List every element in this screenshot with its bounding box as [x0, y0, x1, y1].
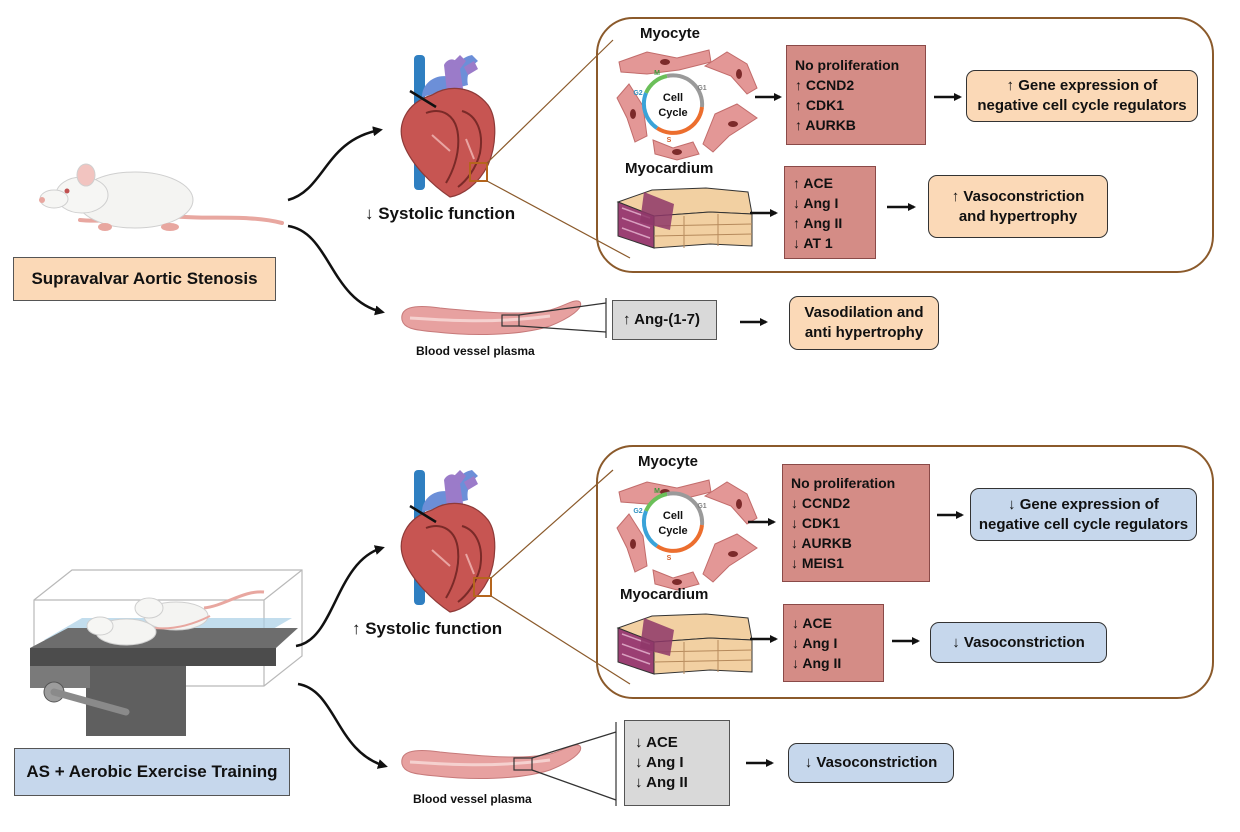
marker-item: ↓ Ang I: [793, 194, 839, 211]
outcome-line: ↓ Vasoconstriction: [804, 754, 938, 771]
zoom-line: [490, 469, 614, 579]
vessel-label: Blood vessel plasma: [413, 792, 532, 806]
phase-g2-label: G2: [633, 90, 642, 97]
zoom-line: [486, 39, 614, 164]
heart-icon: [400, 468, 497, 614]
heart-zoom-box: [469, 162, 488, 182]
vessel-label: Blood vessel plasma: [416, 344, 535, 358]
marker-item: ↑ CCND2: [795, 77, 855, 93]
condition-label: AS + Aerobic Exercise Training: [14, 748, 290, 796]
cell-cycle-icon: [641, 73, 705, 135]
marker-item: ↓ ACE: [635, 734, 678, 751]
myocardium-markers-box: ↓ ACE ↓ Ang I ↓ Ang II: [783, 604, 884, 682]
blood-vessel-icon: [400, 743, 583, 780]
heart-icon: [400, 53, 497, 199]
systolic-function-label: ↓ Systolic function: [365, 204, 516, 223]
myocyte-label: Myocyte: [640, 25, 701, 42]
myocyte-outcome-box: ↓ Gene expression of negative cell cycle…: [970, 488, 1197, 541]
vessel-zoom-box: [513, 757, 533, 771]
outcome-line: negative cell cycle regulators: [978, 515, 1189, 533]
outcome-line: negative cell cycle regulators: [977, 97, 1187, 114]
cell-cycle-label: Cycle: [658, 107, 687, 119]
myocardium-outcome-box: ↑ Vasoconstriction and hypertrophy: [928, 175, 1108, 238]
myocardium-tissue-icon: [617, 187, 753, 249]
cell-cycle-label: Cell: [663, 92, 683, 104]
zoom-line: [518, 302, 607, 316]
marker-item: No proliferation: [791, 475, 896, 491]
phase-s-label: S: [667, 555, 672, 562]
bottom-detail-panel: [596, 445, 1214, 699]
myocardium-markers-box: ↑ ACE ↓ Ang I ↑ Ang II ↓ AT 1: [784, 166, 876, 259]
myocyte-label: Myocyte: [638, 453, 699, 470]
top-detail-panel: [596, 17, 1214, 273]
cell-cycle-label: Cycle: [658, 525, 687, 537]
outcome-line: ↓ Vasoconstriction: [952, 633, 1085, 651]
zoom-line: [531, 769, 617, 801]
phase-g1-label: G1: [697, 503, 706, 510]
marker-item: ↓ Ang II: [792, 655, 842, 671]
plasma-outcome-box: ↓ Vasoconstriction: [788, 743, 954, 783]
myocyte-markers-box: No proliferation ↑ CCND2 ↑ CDK1 ↑ AURKB: [786, 45, 926, 145]
systolic-function-label: ↑ Systolic function: [352, 619, 503, 638]
myocyte-outcome-box: ↑ Gene expression of negative cell cycle…: [966, 70, 1198, 122]
myocardium-label: Myocardium: [625, 160, 714, 177]
marker-item: ↑ AURKB: [795, 117, 856, 133]
plasma-markers-box: ↓ ACE ↓ Ang I ↓ Ang II: [624, 720, 730, 806]
marker-item: ↓ ACE: [792, 615, 832, 631]
myocardium-label: Myocardium: [620, 586, 709, 603]
phase-m-label: M: [654, 70, 660, 77]
heart-zoom-box: [473, 577, 492, 597]
phase-m-label: M: [654, 488, 660, 495]
outcome-line: anti hypertrophy: [804, 324, 924, 341]
treadmill-icon: [30, 570, 302, 736]
branch-arrow: [295, 545, 385, 648]
plasma-outcome-box: Vasodilation and anti hypertrophy: [789, 296, 939, 350]
branch-arrow: [287, 126, 383, 202]
marker-item: ↓ Ang I: [792, 635, 838, 651]
zoom-line: [518, 325, 607, 333]
outcome-line: ↑ Gene expression of: [1006, 77, 1158, 94]
blood-vessel-icon: [400, 299, 583, 336]
vessel-zoom-box: [501, 314, 520, 327]
cell-cycle-label: Cell: [663, 510, 683, 522]
myocardium-tissue-icon: [617, 613, 753, 675]
marker-item: ↑ CDK1: [795, 97, 845, 113]
zoom-line: [490, 595, 631, 685]
myocardium-outcome-box: ↓ Vasoconstriction: [930, 622, 1107, 663]
marker-item: ↓ CCND2: [791, 495, 851, 511]
marker-item: ↓ AURKB: [791, 535, 852, 551]
branch-arrow: [297, 682, 388, 769]
plasma-markers-box: ↑ Ang-(1-7): [612, 300, 717, 340]
myocyte-markers-box: No proliferation ↓ CCND2 ↓ CDK1 ↓ AURKB …: [782, 464, 930, 582]
marker-item: ↓ AT 1: [793, 234, 833, 251]
phase-g1-label: G1: [697, 85, 706, 92]
phase-g2-label: G2: [633, 508, 642, 515]
phase-s-label: S: [667, 137, 672, 144]
marker-item: ↓ MEIS1: [791, 555, 844, 571]
condition-label: Supravalvar Aortic Stenosis: [13, 257, 276, 301]
marker-item: ↓ Ang I: [635, 754, 684, 771]
marker-item: No proliferation: [795, 57, 900, 73]
marker-item: ↑ ACE: [793, 174, 833, 191]
branch-arrow: [287, 224, 385, 316]
marker-item: ↓ Ang II: [635, 774, 688, 791]
zoom-line: [531, 731, 617, 759]
outcome-line: ↓ Gene expression of: [1008, 495, 1159, 513]
marker-item: ↑ Ang II: [793, 214, 843, 231]
marker-item: ↓ CDK1: [791, 515, 841, 531]
outcome-line: and hypertrophy: [958, 207, 1078, 225]
rat-icon: [37, 162, 284, 233]
marker-item: ↑ Ang-(1-7): [623, 311, 700, 328]
zoom-line: [486, 180, 631, 259]
cell-cycle-icon: [641, 491, 705, 553]
outcome-line: Vasodilation and: [804, 304, 924, 321]
outcome-line: ↑ Vasoconstriction: [951, 187, 1085, 205]
